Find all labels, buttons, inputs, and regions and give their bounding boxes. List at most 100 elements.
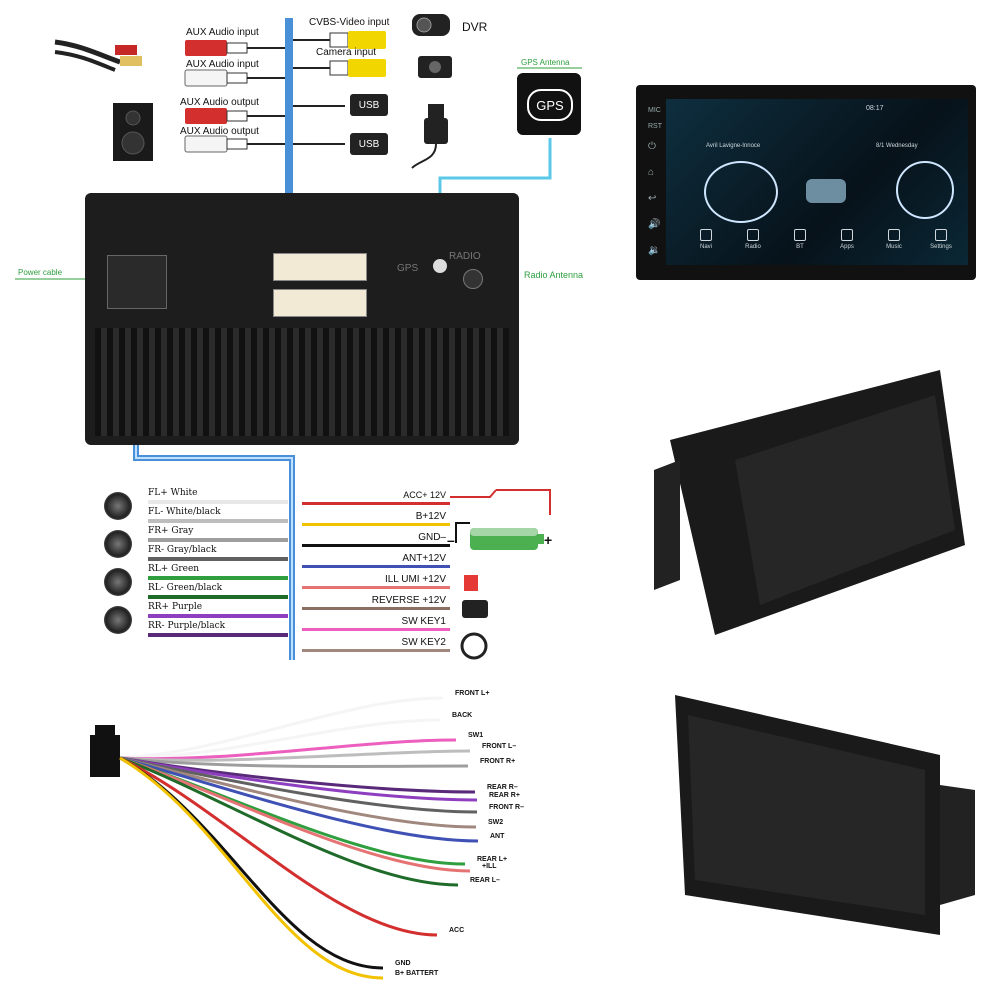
aux-in-label-2: AUX Audio input xyxy=(186,59,259,70)
speaker-icon xyxy=(104,606,132,634)
app-label: Music xyxy=(886,244,902,250)
car-widget[interactable] xyxy=(806,179,846,203)
app-radio[interactable]: Radio xyxy=(733,227,773,257)
rca-aux-in-1 xyxy=(185,40,290,56)
usb-port-1: USB xyxy=(350,94,388,116)
battery-icon xyxy=(470,528,544,550)
harness-label-sw2: SW2 xyxy=(488,819,504,826)
volume-down-icon[interactable]: 🔉 xyxy=(648,245,661,256)
power-wire xyxy=(302,628,450,631)
harness-svg xyxy=(90,696,479,980)
volume-up-icon[interactable]: 🔊 xyxy=(648,219,661,230)
power-wire-row: ANT+12V xyxy=(296,551,496,572)
app-apps[interactable]: Apps xyxy=(827,227,867,257)
steering-wheel-icon xyxy=(460,632,488,660)
speaker-wire-label: RR+ Purple xyxy=(148,602,203,612)
speaker-wire-row: RL- Green/black xyxy=(100,583,295,602)
speaker-wire-row: FL+ White xyxy=(100,488,295,520)
av-connector-1 xyxy=(273,253,367,281)
power-wire xyxy=(302,586,450,589)
speaker-wire-label: FR+ Gray xyxy=(148,526,194,536)
gps-back-label: GPS xyxy=(397,263,419,274)
harness-wire-rear-l-minus xyxy=(119,756,459,887)
harness-label-gnd: GND xyxy=(395,960,411,967)
app-label: BT xyxy=(796,244,804,250)
app-settings[interactable]: Settings xyxy=(921,227,961,257)
rca-aux-out-1 xyxy=(185,108,290,124)
dvr-icon xyxy=(412,14,450,36)
power-wire-label: ACC+ 12V xyxy=(403,490,446,500)
app-bt[interactable]: BT xyxy=(780,227,820,257)
power-wire-row: REVERSE +12V xyxy=(296,593,496,614)
reverse-camera-icon xyxy=(462,600,488,618)
speaker-wire-row: RR+ Purple xyxy=(100,602,295,634)
gps-port-icon xyxy=(433,259,447,273)
power-wire-row: ACC+ 12V xyxy=(296,488,496,509)
speaker-wire xyxy=(148,614,288,618)
app-label: Navi xyxy=(699,244,712,250)
camera-label: Camera input xyxy=(316,47,377,58)
aux-out-label-1: AUX Audio output xyxy=(180,97,259,108)
power-icons-svg xyxy=(450,489,551,660)
power-wire-row: SW KEY2 xyxy=(296,635,496,656)
head-unit-angle-2 xyxy=(675,695,975,935)
app-music[interactable]: Music xyxy=(874,227,914,257)
power-wire-row: GND– xyxy=(296,530,496,551)
mic-label: MIC xyxy=(648,107,661,114)
harness-wire-front-r-minus xyxy=(119,756,478,814)
harness-wire-front-l-plus xyxy=(119,696,444,760)
power-cable-label: Power cable xyxy=(18,268,63,277)
aux-in-label-1: AUX Audio input xyxy=(186,27,259,38)
harness-label-ant: ANT xyxy=(490,833,505,840)
radio-antenna-label: Radio Antenna xyxy=(524,270,584,280)
back-button-icon[interactable]: ↩ xyxy=(648,193,657,204)
speaker-wire-row: FR- Gray/black xyxy=(100,545,295,564)
power-wire-label: SW KEY1 xyxy=(401,616,446,627)
speaker-wire-row: FL- White/black xyxy=(100,507,295,526)
harness-wire-b-battery xyxy=(119,756,384,980)
harness-wire-ant xyxy=(119,756,479,843)
power-wire-label: ILL UMI +12V xyxy=(384,574,446,585)
app-label: Settings xyxy=(930,244,952,250)
power-wire-label: B+12V xyxy=(415,511,446,522)
lamp-icon xyxy=(464,575,478,591)
power-connector xyxy=(107,255,167,309)
speaker-icon xyxy=(104,492,132,520)
harness-wire-acc xyxy=(119,756,438,937)
angled-units-svg xyxy=(654,370,975,935)
home-button-icon[interactable]: ⌂ xyxy=(648,167,655,178)
rst-label: RST xyxy=(648,123,662,130)
cvbs-label: CVBS-Video input xyxy=(309,17,390,28)
power-button-icon[interactable]: ⏻ xyxy=(648,141,656,152)
harness-label-rear-r-plus: REAR R+ xyxy=(489,792,520,799)
music-widget[interactable] xyxy=(704,161,778,223)
harness-label-rear-r-minus: REAR R– xyxy=(487,784,518,791)
settings-icon xyxy=(935,229,947,241)
power-wire xyxy=(302,607,450,610)
rca-aux-in-2 xyxy=(184,69,290,87)
power-wire xyxy=(302,544,450,547)
power-wire-label: SW KEY2 xyxy=(401,637,446,648)
camera-icon xyxy=(418,56,452,78)
av-connector-2 xyxy=(273,289,367,317)
head-unit-front: MIC RST ⏻ ⌂ ↩ 🔊 🔉 08:17 Avril Lavigne-In… xyxy=(636,85,976,280)
song-title: Avril Lavigne-Innoce xyxy=(706,143,761,149)
clock-widget[interactable] xyxy=(896,161,954,219)
battery-plus: + xyxy=(544,532,553,548)
speaker-wire-row: RL+ Green xyxy=(100,564,295,596)
app-navi[interactable]: Navi xyxy=(686,227,726,257)
apps-icon xyxy=(841,229,853,241)
speaker-wire-label: RR- Purple/black xyxy=(148,621,226,631)
harness-label-front-r-minus: FRONT R– xyxy=(489,804,524,811)
speaker-wire-label: RL+ Green xyxy=(148,564,200,574)
speaker-wire-label: RL- Green/black xyxy=(148,583,223,593)
radio-port-icon xyxy=(463,269,483,289)
heatsink xyxy=(95,328,509,436)
rca-cvbs xyxy=(290,31,386,49)
power-wire xyxy=(302,565,450,568)
android-screen: 08:17 Avril Lavigne-Innoce 8/1 Wednesday… xyxy=(666,99,968,265)
speaker-wire xyxy=(148,500,288,504)
harness-wire-front-r-plus xyxy=(119,756,469,769)
speaker-icon xyxy=(104,530,132,558)
radio-back-label: RADIO xyxy=(449,251,481,262)
